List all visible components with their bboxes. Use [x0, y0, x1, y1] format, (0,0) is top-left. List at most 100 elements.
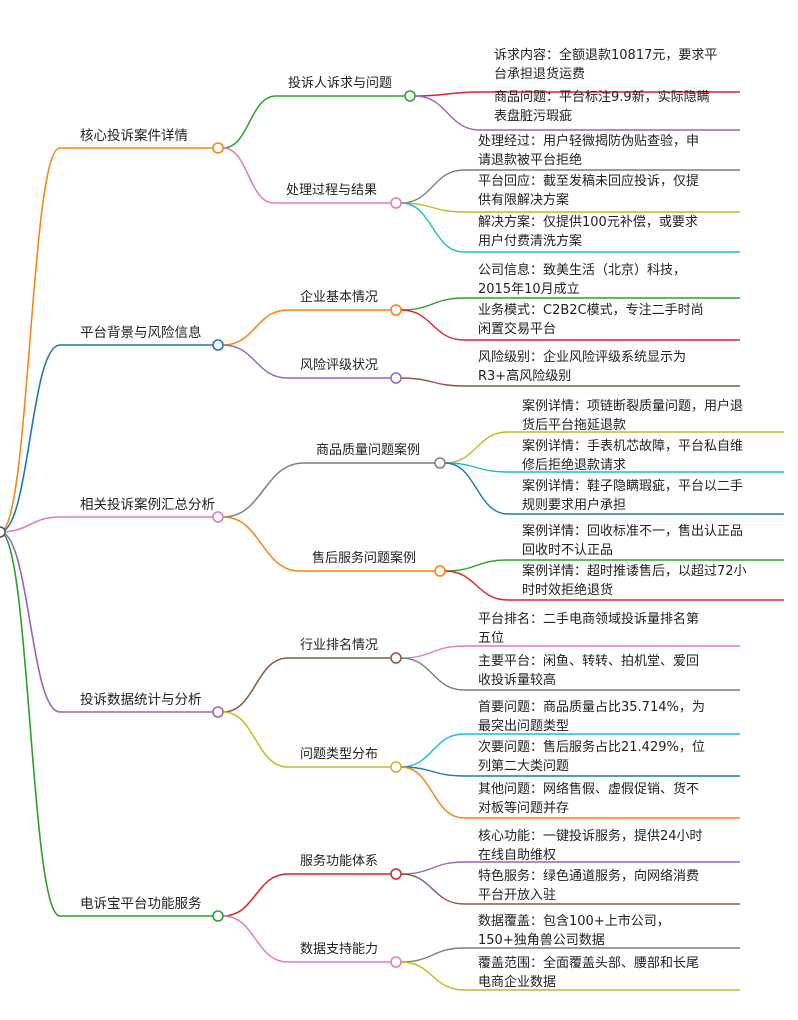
leaf-text: 规则要求用户承担: [522, 498, 627, 513]
leaf-link: [400, 297, 740, 311]
root-node: [0, 526, 6, 538]
leaf-text: 其他问题：网络售假、虚假促销、货不: [478, 782, 700, 797]
category-node: [212, 142, 224, 154]
category-link: [0, 344, 213, 533]
node-circles: [0, 90, 446, 968]
subtopic-link: [222, 915, 391, 963]
leaf-link: [444, 559, 784, 572]
subtopic-node: [390, 956, 402, 968]
subtopic-label: 行业排名情况: [300, 638, 379, 653]
category-link: [0, 147, 213, 533]
subtopic-node: [390, 652, 402, 664]
leaf-text: 收投诉量较高: [478, 673, 557, 688]
category-node: [212, 706, 224, 718]
leaf-text: 次要问题：售后服务占比21.429%，位: [478, 740, 705, 755]
leaf-text: 平台排名：二手电商领域投诉量排名第: [478, 612, 700, 627]
leaf-text: 电商企业数据: [478, 975, 557, 990]
subtopic-label: 企业基本情况: [300, 290, 379, 305]
leaf-link: [400, 861, 740, 875]
leaf-text: 核心功能：一键投诉服务，提供24小时: [478, 829, 703, 844]
category-label: 平台背景与风险信息: [80, 325, 202, 341]
leaf-text: 特色服务：绿色通道服务，向网络消费: [478, 869, 700, 884]
leaf-link: [400, 733, 740, 768]
leaf-text: 业务模式：C2B2C模式，专注二手时尚: [478, 303, 704, 318]
leaf-text: 案例详情：鞋子隐瞒瑕疵，平台以二手: [522, 479, 744, 494]
leaf-link: [400, 377, 740, 387]
leaf-link: [400, 169, 740, 204]
leaf-text: 回收时不认正品: [522, 543, 614, 558]
leaf-text: 在线自助维权: [478, 848, 557, 863]
leaf-text: 案例详情：项链断裂质量问题，用户退: [522, 399, 744, 414]
subtopic-link: [222, 516, 435, 572]
subtopic-label: 服务功能体系: [300, 854, 379, 869]
leaf-text: 最突出问题类型: [478, 719, 570, 734]
leaf-link: [400, 657, 740, 691]
subtopic-node: [390, 304, 402, 316]
leaf-link: [400, 202, 740, 253]
leaf-text: 公司信息：致美生活（北京）科技，: [478, 263, 687, 278]
subtopic-link: [222, 873, 391, 917]
subtopic-link: [222, 711, 391, 768]
leaf-text: 商品问题：平台标注9.9新，实际隐瞒: [494, 90, 710, 105]
leaf-text: 2015年10月成立: [478, 282, 580, 297]
leaf-text: 覆盖范围：全面覆盖头部、腰部和长尾: [478, 956, 700, 971]
category-node: [212, 910, 224, 922]
leaf-link: [400, 309, 740, 341]
leaf-text: 案例详情：手表机芯故障，平台私自维: [522, 439, 744, 454]
leaf-link: [444, 431, 784, 464]
subtopic-label: 处理过程与结果: [286, 183, 378, 198]
leaf-link: [414, 91, 740, 97]
leaf-text: 150+独角兽公司数据: [478, 933, 605, 948]
subtopic-node: [434, 457, 446, 469]
subtopic-label: 数据支持能力: [300, 942, 379, 957]
category-label: 电诉宝平台功能服务: [80, 896, 202, 912]
leaf-link: [444, 462, 784, 515]
leaf-link: [444, 462, 784, 473]
leaf-link: [444, 570, 784, 601]
subtopic-label: 风险评级状况: [300, 358, 379, 373]
leaf-text: 闲置交易平台: [478, 322, 557, 337]
category-label: 核心投诉案件详情: [80, 128, 188, 144]
leaf-text: R3+高风险级别: [478, 369, 572, 384]
leaf-text: 列第二大类问题: [478, 759, 570, 774]
leaf-link: [400, 766, 740, 777]
leaf-text: 对板等问题并存: [478, 801, 570, 816]
subtopic-node: [390, 197, 402, 209]
leaf-text: 案例详情：超时推诿售后，以超过72小: [522, 564, 747, 579]
leaf-text: 处理经过：用户轻微揭防伪贴查验，申: [478, 134, 700, 149]
leaf-link: [400, 873, 740, 905]
leaf-text: 主要平台：闲鱼、转转、拍机堂、爱回: [478, 654, 700, 669]
leaf-text: 台承担退货运费: [494, 67, 586, 82]
leaf-text: 风险级别：企业风险评级系统显示为: [478, 350, 687, 365]
leaf-text: 诉求内容：全额退款10817元，要求平: [494, 48, 718, 63]
subtopic-link: [222, 95, 405, 149]
category-label: 相关投诉案例汇总分析: [80, 497, 215, 513]
leaf-text: 表盘脏污瑕疵: [494, 109, 573, 124]
subtopic-node: [390, 868, 402, 880]
leaf-link: [400, 766, 740, 819]
subtopic-link: [222, 309, 391, 346]
leaf-text: 五位: [478, 631, 505, 646]
leaf-text: 解决方案：仅提供100元补偿，或要求: [478, 215, 698, 230]
leaf-text: 平台回应：截至发稿未回应投诉，仅提: [478, 174, 700, 189]
category-link: [0, 516, 213, 533]
leaf-text: 用户付费清洗方案: [478, 234, 583, 249]
leaf-link: [400, 947, 740, 963]
category-link: [0, 531, 213, 917]
subtopic-link: [222, 344, 391, 379]
subtopic-node: [404, 90, 416, 102]
subtopic-node: [390, 372, 402, 384]
leaf-text: 修后拒绝退款请求: [522, 458, 627, 473]
leaf-text: 供有限解决方案: [478, 193, 570, 208]
leaf-link: [400, 645, 740, 659]
subtopic-label: 售后服务问题案例: [312, 551, 417, 566]
leaf-text: 平台开放入驻: [478, 888, 557, 903]
category-node: [212, 339, 224, 351]
leaf-link: [400, 202, 740, 213]
connector-lines: [0, 91, 784, 991]
category-node: [212, 511, 224, 523]
leaf-link: [400, 961, 740, 991]
leaf-link: [414, 95, 740, 131]
leaf-text: 请退款被平台拒绝: [478, 153, 583, 168]
